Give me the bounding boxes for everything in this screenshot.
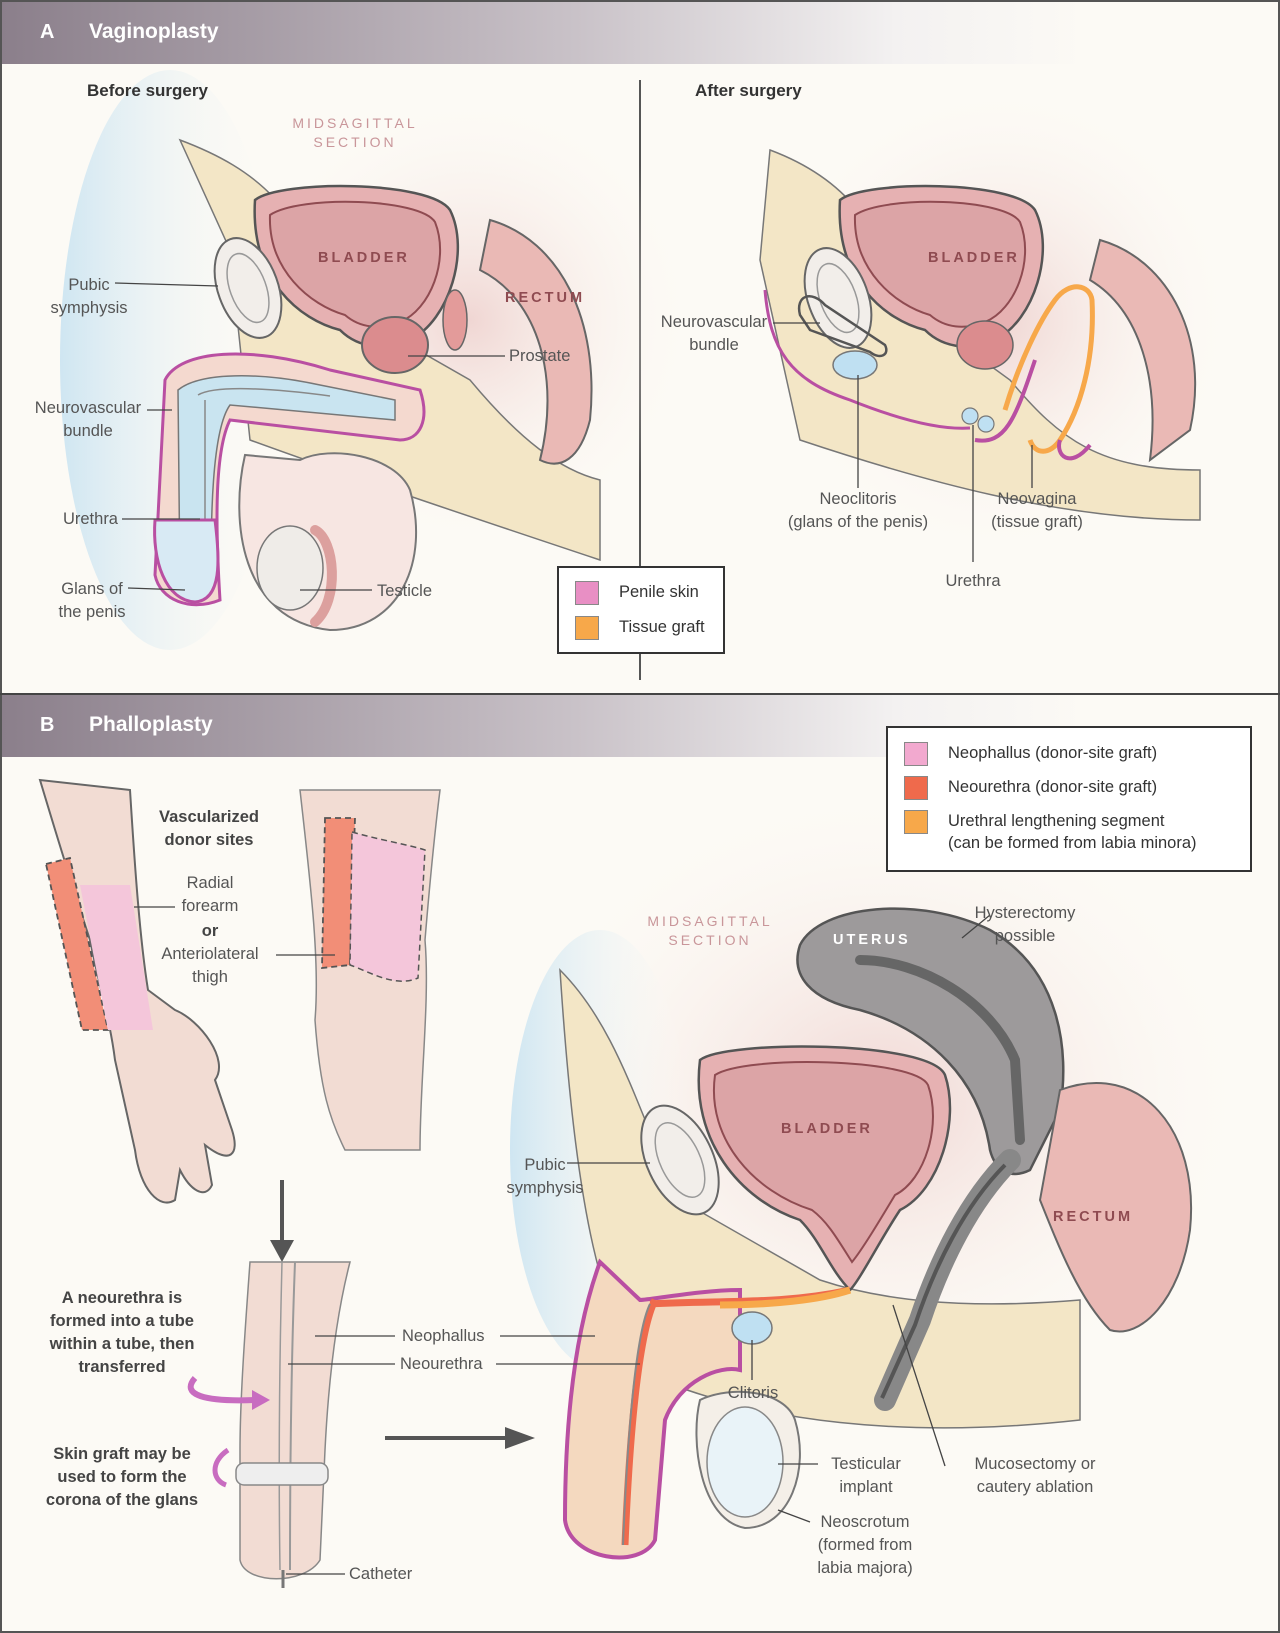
before-surgery-title: Before surgery (87, 81, 208, 100)
legend-item-neophallus: Neophallus (donor-site graft) (904, 742, 1157, 766)
label-neurovascular-bundle-before: Neurovascular bundle (34, 399, 142, 440)
donor-sites-title: Vascularized donor sites (159, 808, 259, 849)
label-hysterectomy: Hysterectomy possible (974, 904, 1076, 945)
organ-bladder-b: BLADDER (781, 1121, 873, 1137)
legend-swatch (904, 742, 928, 766)
legend-vaginoplasty: Penile skin Tissue graft (557, 566, 725, 654)
label-neoscrotum: Neoscrotum (formed from labia majora) (817, 1513, 913, 1577)
after-surgery-anatomy (759, 80, 1240, 560)
label-prostate: Prostate (509, 347, 571, 365)
neophallus-tube (187, 1261, 351, 1588)
panel-a-title: Vaginoplasty (89, 20, 219, 43)
label-neophallus: Neophallus (402, 1327, 485, 1345)
label-neourethra: Neourethra (400, 1355, 483, 1373)
donor-site-forearm (38, 778, 236, 1204)
rotate-arrow-icon (187, 1376, 256, 1404)
label-testicular-implant: Testicular implant (831, 1455, 901, 1496)
organ-rectum-b: RECTUM (1053, 1209, 1134, 1225)
legend-item-neourethra: Neourethra (donor-site graft) (904, 776, 1157, 800)
after-leader-lines (773, 322, 1033, 562)
process-arrows (270, 1180, 535, 1449)
legend-item-tissue-graft: Tissue graft (575, 616, 705, 640)
legend-label: Tissue graft (619, 618, 705, 636)
panel-b-title: Phalloplasty (89, 713, 213, 736)
label-or: or (201, 922, 219, 940)
phalloplasty-leader-lines (134, 906, 991, 1575)
label-testicle: Testicle (377, 582, 433, 600)
label-neovagina: Neovagina (tissue graft) (991, 490, 1083, 531)
organ-bladder-after: BLADDER (928, 250, 1020, 266)
panel-a-header: A Vaginoplasty (2, 2, 1278, 64)
step-skin-graft: Skin graft may be used to form the coron… (45, 1445, 199, 1509)
after-surgery-title: After surgery (695, 81, 802, 100)
organ-rectum-before: RECTUM (505, 290, 586, 306)
legend-label: Urethral lengthening segment (can be for… (948, 812, 1197, 852)
label-urethra-after: Urethra (945, 572, 1001, 590)
label-neurovascular-bundle-after: Neurovascular bundle (660, 313, 768, 354)
before-surgery-anatomy (60, 70, 700, 650)
panel-a-letter: A (40, 21, 55, 43)
label-clitoris: Clitoris (727, 1384, 779, 1402)
section-label-b: MIDSAGITTAL SECTION (647, 913, 773, 948)
organ-uterus: UTERUS (833, 932, 911, 948)
legend-phalloplasty: Neophallus (donor-site graft) Neourethra… (886, 726, 1252, 872)
label-neoclitoris: Neoclitoris (glans of the penis) (787, 490, 929, 531)
legend-swatch (575, 616, 599, 640)
label-radial-forearm: Radial forearm (181, 874, 239, 915)
legend-swatch (575, 581, 599, 605)
legend-label: Neophallus (donor-site graft) (948, 744, 1158, 762)
arrow-right-icon (505, 1427, 535, 1449)
donor-site-thigh (299, 789, 441, 1151)
label-urethra-before: Urethra (62, 510, 118, 528)
legend-swatch (904, 776, 928, 800)
arrow-down-icon (270, 1240, 294, 1262)
label-glans-before: Glans of the penis (58, 580, 126, 621)
panel-b-letter: B (40, 714, 55, 736)
legend-label: Penile skin (619, 583, 699, 601)
before-leader-lines (114, 282, 505, 591)
legend-item-penile-skin: Penile skin (575, 581, 699, 605)
step-neourethra-tube: A neourethra is formed into a tube withi… (49, 1289, 195, 1376)
label-mucosectomy: Mucosectomy or cautery ablation (974, 1455, 1096, 1496)
legend-label: Neourethra (donor-site graft) (948, 778, 1158, 796)
organ-bladder-before: BLADDER (318, 250, 410, 266)
label-anteriolateral-thigh: Anteriolateral thigh (161, 945, 259, 986)
phalloplasty-anatomy (500, 780, 1260, 1560)
label-pubic-symphysis-b: Pubic symphysis (506, 1156, 584, 1197)
label-pubic-symphysis-before: Pubic symphysis (50, 276, 128, 317)
legend-item-lengthening-segment: Urethral lengthening segment (can be for… (904, 810, 1197, 854)
legend-swatch (904, 810, 928, 834)
section-label-a: MIDSAGITTAL SECTION (292, 115, 418, 150)
label-catheter: Catheter (349, 1565, 413, 1583)
